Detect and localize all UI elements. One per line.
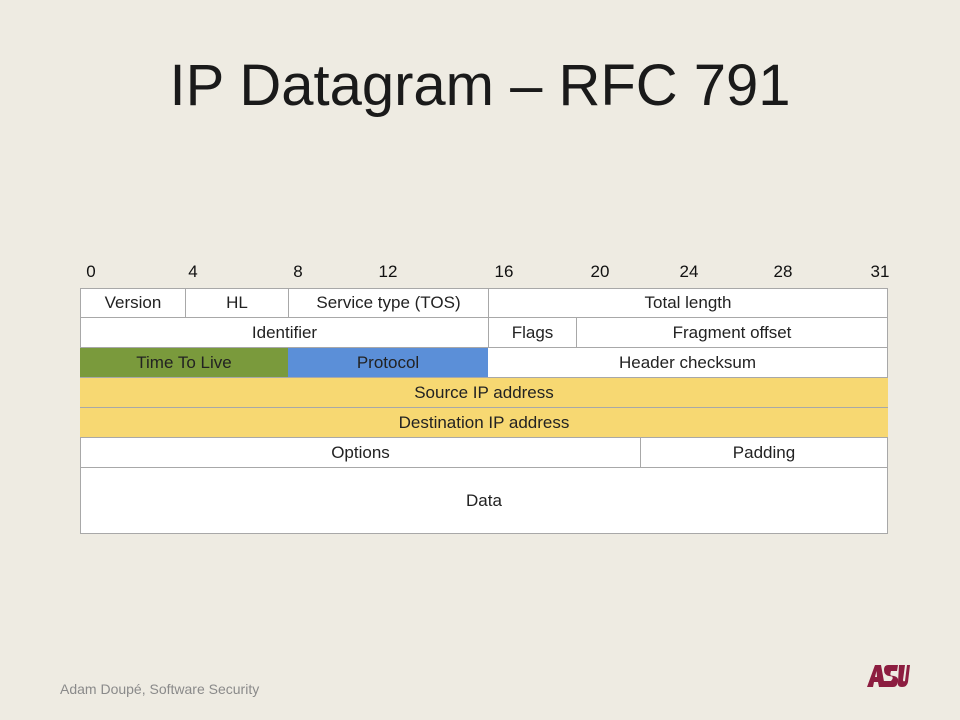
options-field: Options bbox=[80, 438, 640, 467]
protocol-field: Protocol bbox=[288, 348, 488, 377]
fragment-offset-field: Fragment offset bbox=[576, 318, 888, 347]
header-row-5: Destination IP address bbox=[80, 408, 888, 438]
hl-field: HL bbox=[185, 289, 288, 317]
bit-label: 24 bbox=[679, 262, 699, 281]
asu-logo-icon bbox=[867, 665, 910, 687]
version-field: Version bbox=[80, 289, 185, 317]
flags-field: Flags bbox=[488, 318, 576, 347]
identifier-field: Identifier bbox=[80, 318, 488, 347]
ttl-field: Time To Live bbox=[80, 348, 288, 377]
header-row-4: Source IP address bbox=[80, 378, 888, 408]
header-row-1: Version HL Service type (TOS) Total leng… bbox=[80, 288, 888, 318]
tos-field: Service type (TOS) bbox=[288, 289, 488, 317]
bit-label: 8 bbox=[293, 262, 303, 281]
data-row: Data bbox=[80, 468, 888, 534]
header-row-2: Identifier Flags Fragment offset bbox=[80, 318, 888, 348]
bit-label: 16 bbox=[494, 262, 514, 281]
total-length-field: Total length bbox=[488, 289, 888, 317]
data-field: Data bbox=[80, 468, 888, 533]
bit-label: 20 bbox=[590, 262, 610, 281]
header-row-6: Options Padding bbox=[80, 438, 888, 468]
bit-label: 4 bbox=[188, 262, 198, 281]
header-row-3: Time To Live Protocol Header checksum bbox=[80, 348, 888, 378]
bit-label: 28 bbox=[773, 262, 793, 281]
header-checksum-field: Header checksum bbox=[488, 348, 888, 377]
bit-label: 12 bbox=[378, 262, 398, 281]
bit-label: 31 bbox=[870, 262, 890, 281]
bit-position-labels: 0 4 8 12 16 20 24 28 31 bbox=[0, 262, 960, 286]
ip-datagram-diagram: Version HL Service type (TOS) Total leng… bbox=[80, 288, 888, 534]
slide-title: IP Datagram – RFC 791 bbox=[169, 53, 791, 118]
padding-field: Padding bbox=[640, 438, 888, 467]
bit-label: 0 bbox=[86, 262, 96, 281]
destination-ip-field: Destination IP address bbox=[80, 408, 888, 437]
source-ip-field: Source IP address bbox=[80, 378, 888, 407]
footer-text: Adam Doupé, Software Security bbox=[60, 681, 260, 697]
